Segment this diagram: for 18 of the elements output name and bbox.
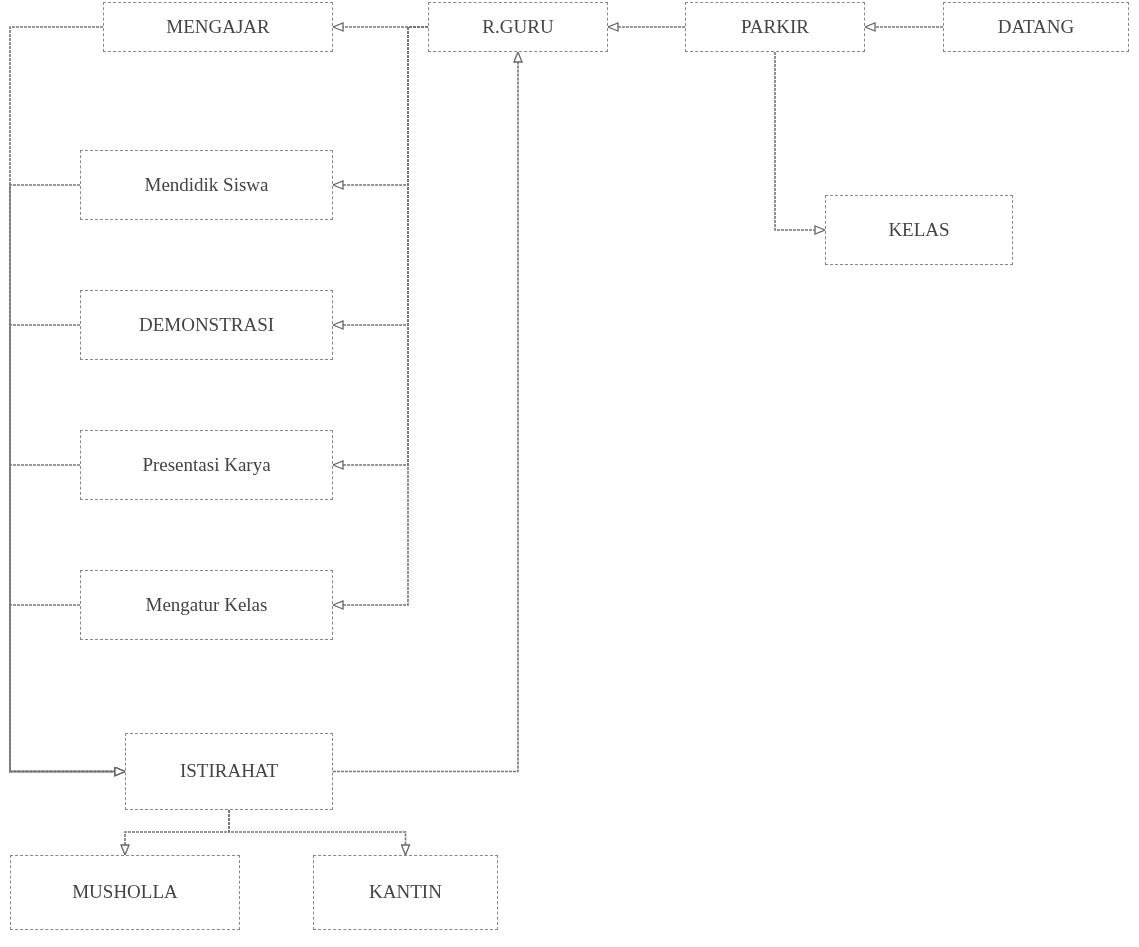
process-box: ISTIRAHAT bbox=[125, 733, 333, 810]
process-box: R.GURU bbox=[428, 2, 608, 52]
arrow bbox=[864, 22, 944, 32]
process-box: MENGAJAR bbox=[103, 2, 333, 52]
arrow bbox=[120, 809, 230, 856]
process-box: KELAS bbox=[825, 195, 1013, 265]
process-box: Mengatur Kelas bbox=[80, 570, 333, 640]
process-box: PARKIR bbox=[685, 2, 865, 52]
arrow bbox=[332, 51, 523, 773]
arrow bbox=[9, 604, 126, 777]
arrow bbox=[607, 22, 686, 32]
process-box: Mendidik Siswa bbox=[80, 150, 333, 220]
process-box: DATANG bbox=[943, 2, 1129, 52]
process-box: KANTIN bbox=[313, 855, 498, 930]
process-box: Presentasi Karya bbox=[80, 430, 333, 500]
process-box: DEMONSTRASI bbox=[80, 290, 333, 360]
process-box: MUSHOLLA bbox=[10, 855, 240, 930]
arrow bbox=[774, 51, 826, 235]
